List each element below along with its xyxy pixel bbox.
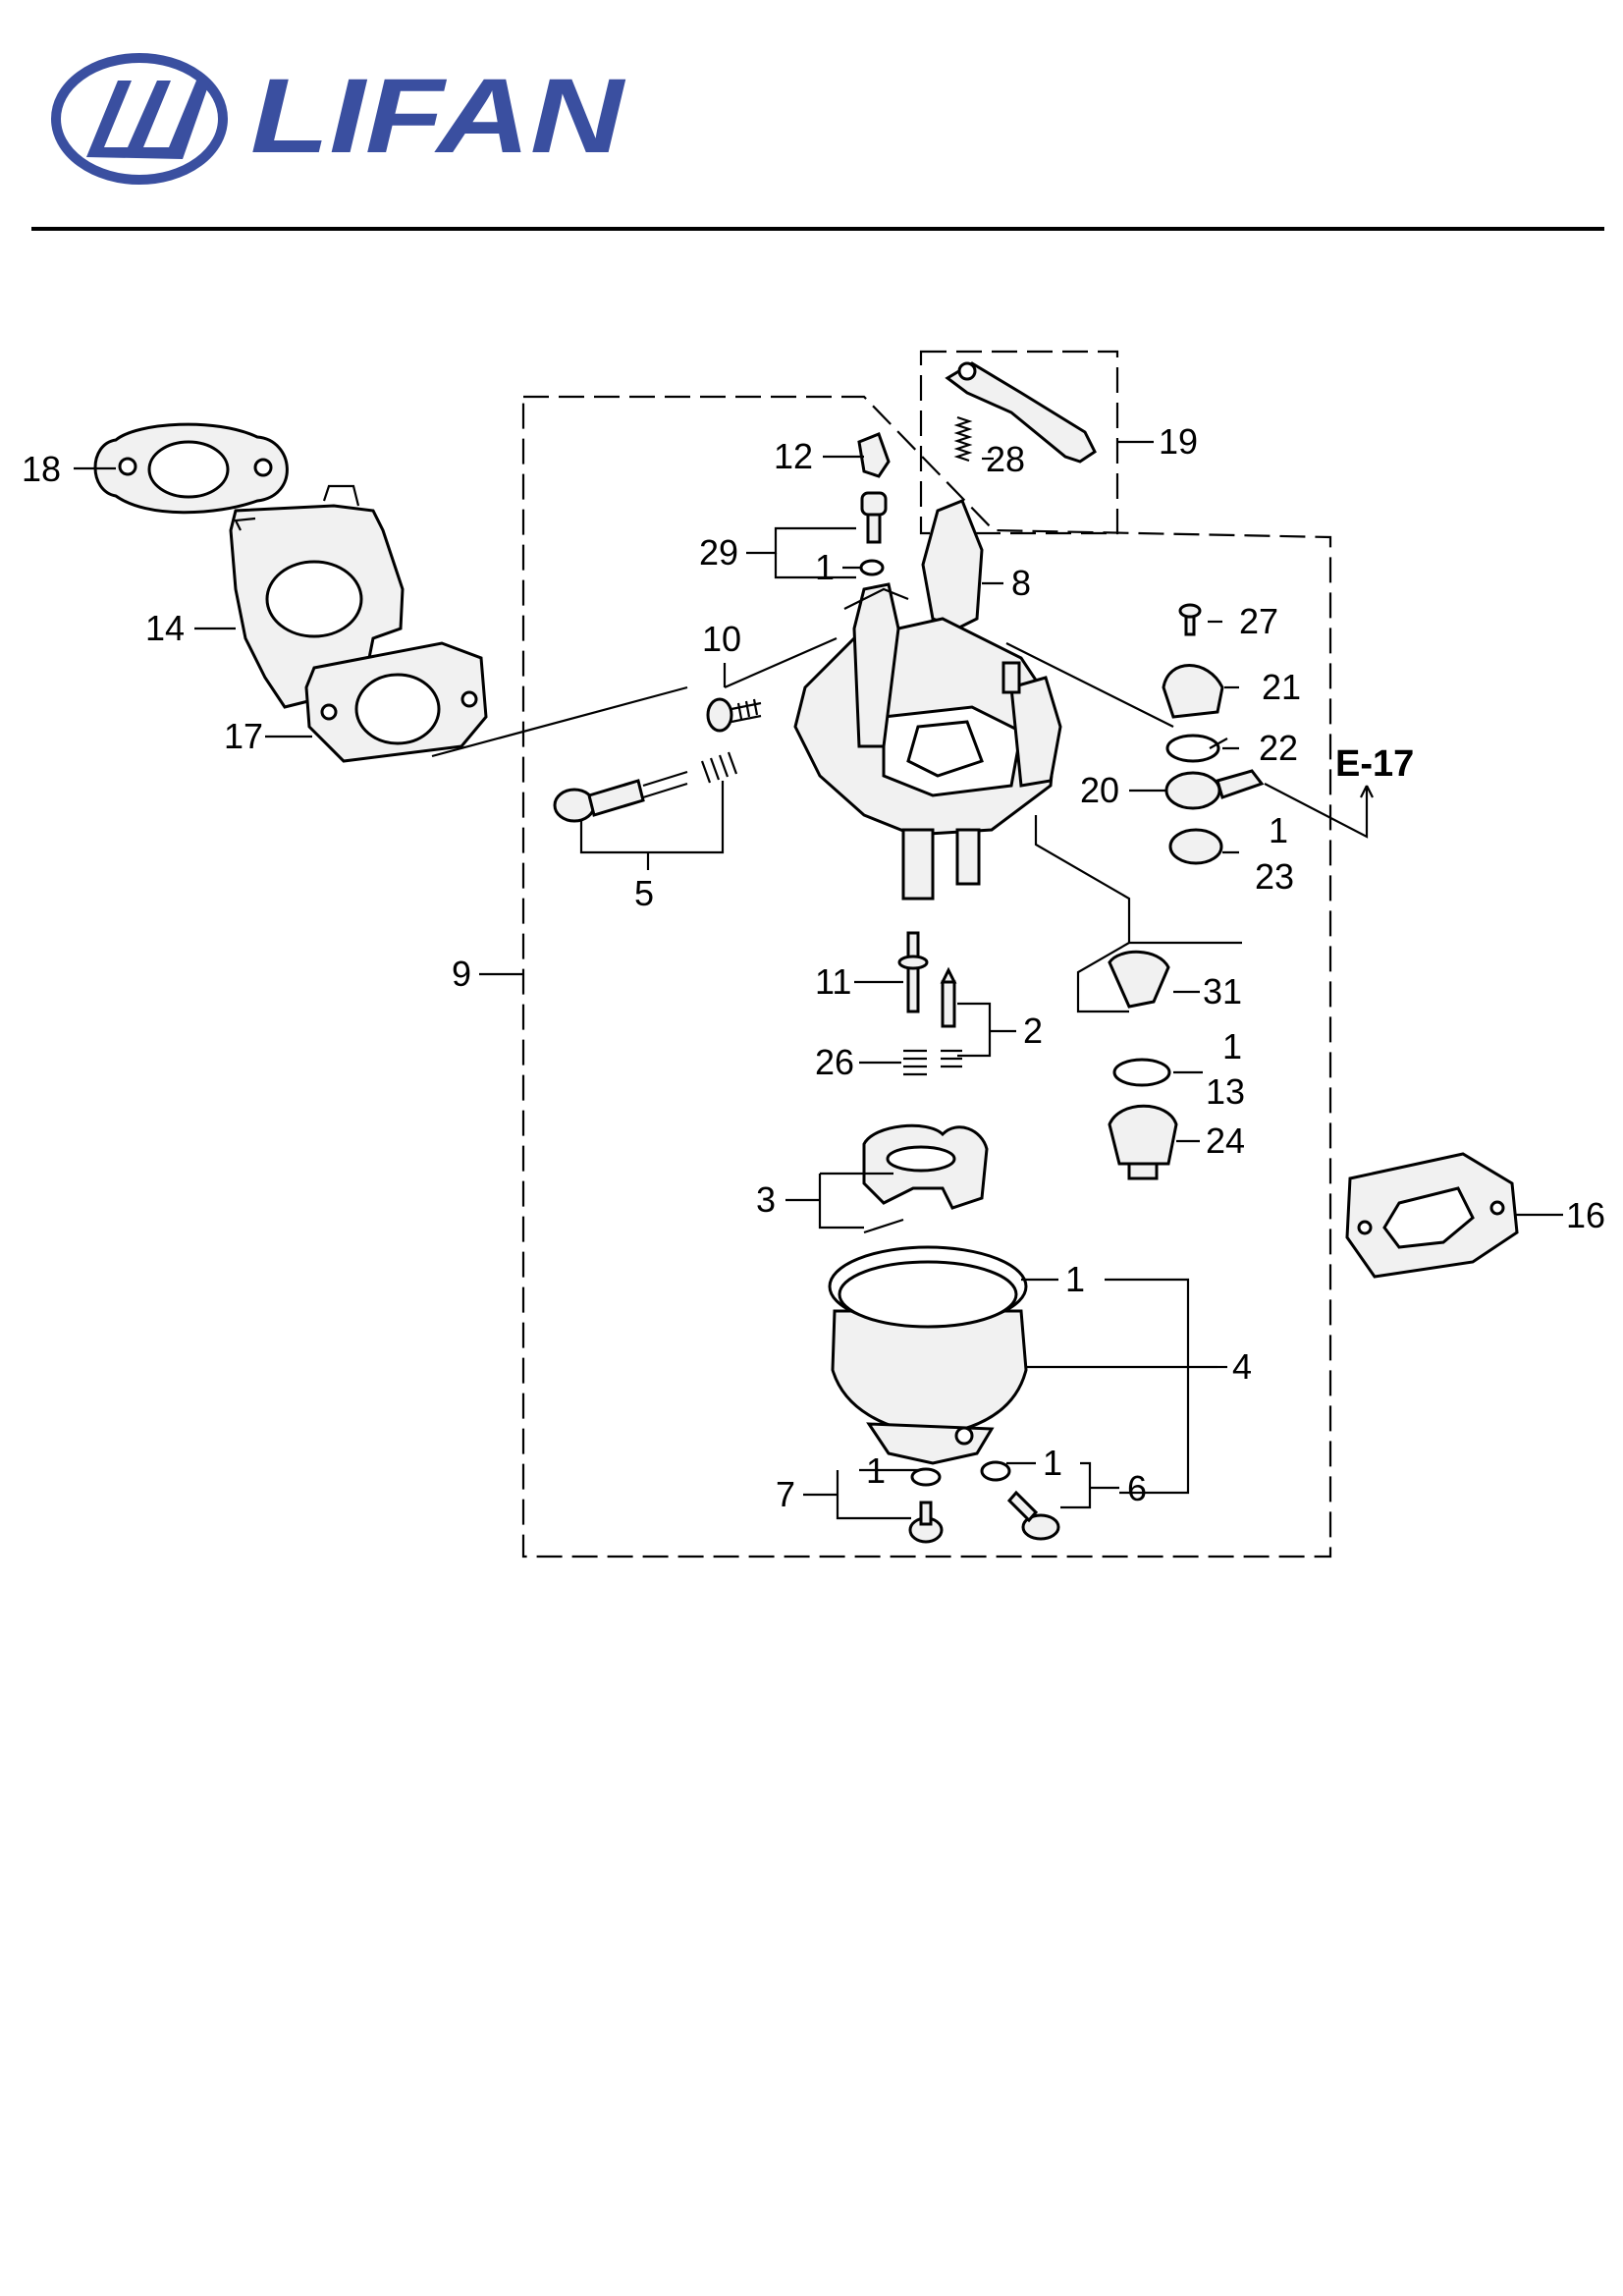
part-24-cap <box>1108 1104 1178 1180</box>
callout-4: 4 <box>1232 1346 1252 1387</box>
callout-10: 10 <box>702 619 741 659</box>
part-14-insulator <box>229 484 405 709</box>
callout-22: 22 <box>1259 728 1298 768</box>
callout-26: 27 <box>1239 601 1278 641</box>
callout-9: 9 <box>452 954 471 994</box>
callout-2: 2 <box>1023 1011 1043 1051</box>
callout-13: 13 <box>1206 1071 1245 1112</box>
callout-11: 11 <box>815 961 851 1002</box>
carburetor-body <box>793 582 1062 901</box>
part-7-screw <box>908 1467 944 1544</box>
callout-7: 7 <box>776 1474 795 1514</box>
callout-1-washer-left: 1 <box>866 1450 886 1491</box>
part-16-gasket <box>1345 1152 1519 1279</box>
callout-1-washer-top: 1 <box>815 547 835 587</box>
part-10-screw <box>706 697 762 733</box>
callout-5: 5 <box>634 873 654 913</box>
callout-17: 17 <box>224 716 263 756</box>
leader-lines <box>74 440 1563 1520</box>
part-2-float-valve <box>940 966 957 1028</box>
callout-14: 14 <box>145 608 185 648</box>
callout-1-o-ring: 1 <box>1222 1026 1242 1066</box>
callout-3: 3 <box>756 1179 776 1220</box>
callout-8: 8 <box>1011 563 1031 603</box>
callout-18: 18 <box>22 449 61 489</box>
lifan-logo: LIFAN <box>51 53 625 185</box>
part-22-spring <box>1165 734 1228 763</box>
callout-12: 12 <box>774 436 813 476</box>
part-29-screw <box>860 491 888 544</box>
part-3-float <box>862 1123 989 1234</box>
callout-19: 19 <box>1159 421 1198 462</box>
callout-16: 16 <box>1566 1195 1605 1235</box>
part-23-seal <box>1168 828 1223 865</box>
part-1-washer-top <box>859 559 885 576</box>
part-13-o-ring <box>1112 1058 1171 1087</box>
callout-labels: 18 14 17 16 19 28 12 29 1 8 10 27 21 22 … <box>22 421 1605 1514</box>
part-31-clip <box>1108 950 1170 1009</box>
header-rule <box>31 227 1604 231</box>
callout-20: 20 <box>1080 770 1119 810</box>
callout-29: 29 <box>699 532 738 573</box>
callout-1-seal: 1 <box>1269 810 1288 850</box>
part-18-gasket <box>93 422 289 515</box>
part-28-spring <box>903 1049 962 1076</box>
reference-e-17: E-17 <box>1335 743 1414 785</box>
part-8-bracket <box>921 499 984 630</box>
part-11-needle <box>897 931 929 1013</box>
part-4-float-bowl <box>828 1245 1028 1465</box>
part-26-screw <box>1178 603 1202 636</box>
part-20-lever <box>1164 769 1265 810</box>
callout-23: 23 <box>1255 856 1294 897</box>
callout-27: 28 <box>986 439 1025 479</box>
part-6-screw <box>980 1460 1060 1541</box>
part-21-cover <box>1162 664 1224 719</box>
callout-1-bowl-gasket: 1 <box>1065 1259 1085 1299</box>
callout-24: 24 <box>1206 1121 1245 1161</box>
callout-28: 26 <box>815 1042 854 1082</box>
callout-31: 31 <box>1203 971 1242 1011</box>
part-17-gasket <box>304 641 488 763</box>
callout-6: 6 <box>1127 1468 1147 1508</box>
part-19-choke-lever <box>945 361 1097 464</box>
callout-21: 21 <box>1262 667 1301 707</box>
part-12-clip <box>857 432 891 478</box>
part-27-spring <box>953 415 973 463</box>
callout-1-washer-right: 1 <box>1043 1443 1062 1483</box>
part-5-pilot-screw <box>553 751 738 823</box>
brand-name: LIFAN <box>250 56 625 175</box>
